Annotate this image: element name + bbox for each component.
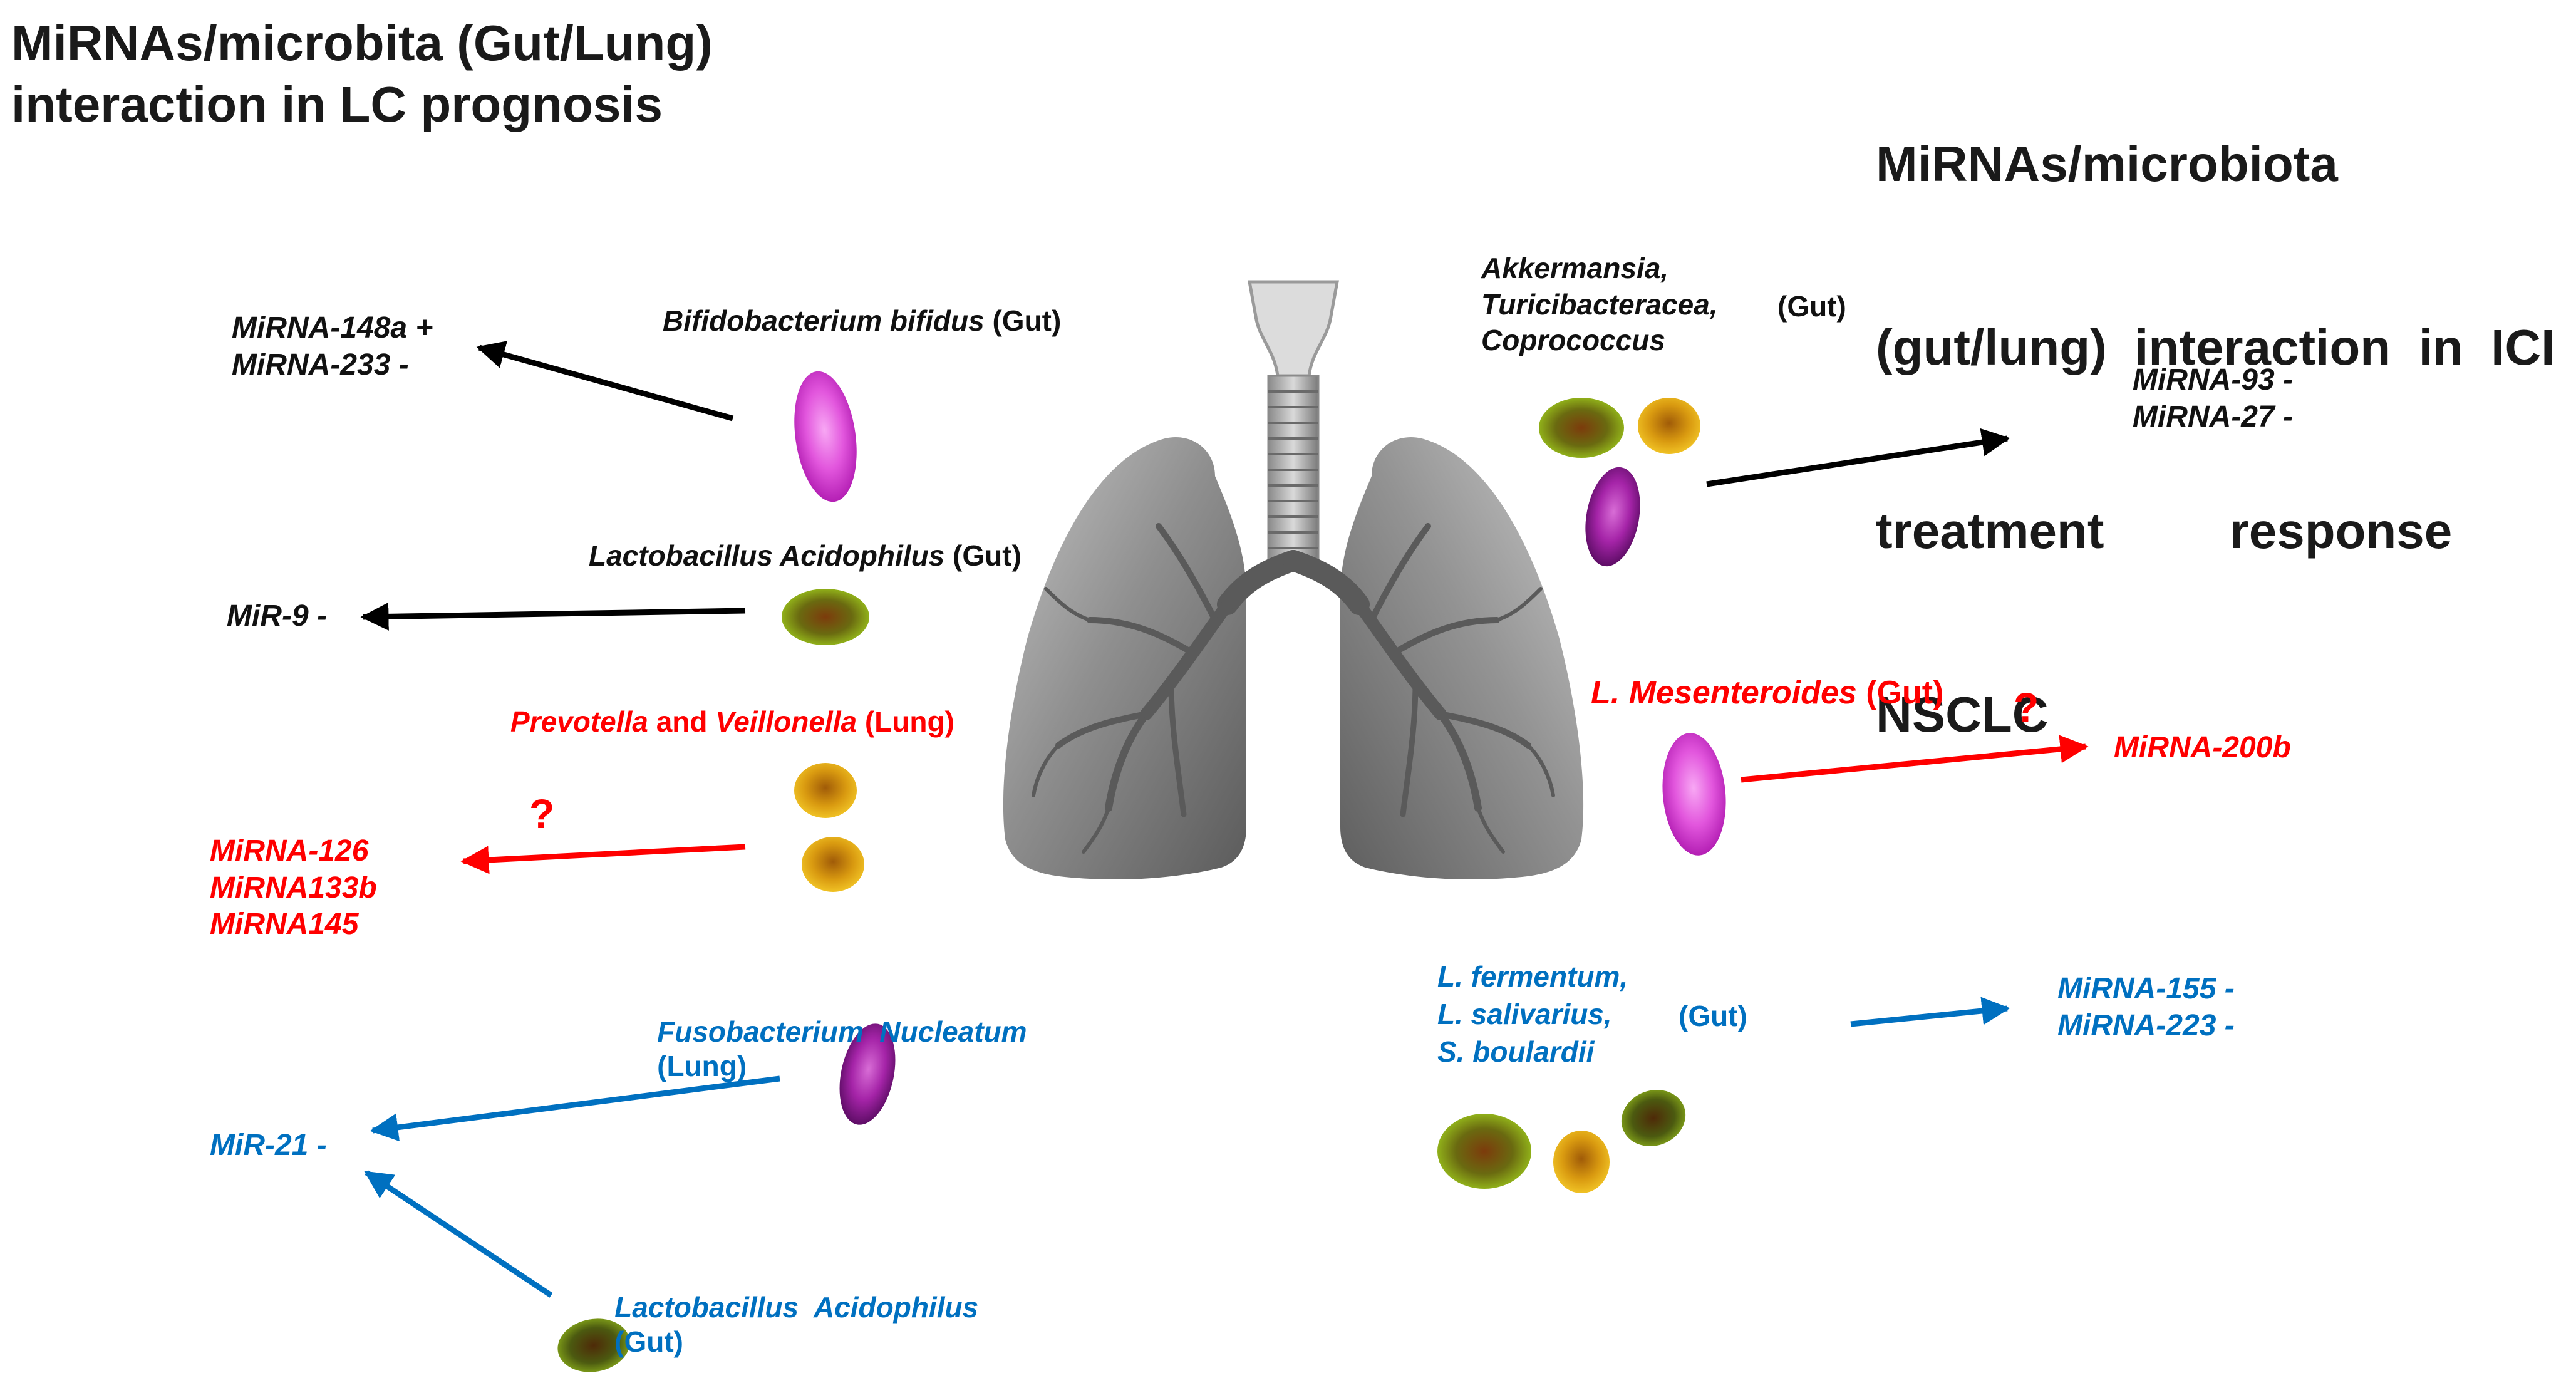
sboulardii-name: S. boulardii xyxy=(1437,1035,1595,1068)
prevotella-question-mark: ? xyxy=(529,790,555,837)
bacterium-akkermansia-icon xyxy=(1539,398,1624,458)
prevotella-mirnas: MiRNA-126 MiRNA133b MiRNA145 xyxy=(210,833,377,943)
akk-site: (Gut) xyxy=(1777,290,1846,323)
arrow-bifido-to-mirna148 xyxy=(476,341,734,422)
mirna-148a: MiRNA-148a + xyxy=(232,311,433,344)
bifido-label: Bifidobacterium bifidus (Gut) xyxy=(663,304,1061,338)
coprococcus-name: Coprococcus xyxy=(1481,324,1665,356)
left-lung xyxy=(1003,437,1246,880)
lmes-site: (Gut) xyxy=(1866,675,1944,711)
bacterium-prevotella-icon xyxy=(794,763,857,818)
bifido-name: Bifidobacterium bifidus xyxy=(663,304,985,337)
arrow-prevotella-to-mirna126 xyxy=(460,844,746,874)
bacterium-lacto-icon xyxy=(782,589,869,645)
bacterium-lmes-icon xyxy=(1662,733,1726,856)
arrow-lacto2-to-mir21 xyxy=(364,1170,553,1298)
mirna-133b: MiRNA133b xyxy=(210,871,377,904)
right-title-line-1: MiRNAs/microbiota xyxy=(1876,136,2338,192)
lacto-name: Lactobacillus Acidophilus xyxy=(589,539,945,572)
mirna-200b: MiRNA-200b xyxy=(2114,731,2291,764)
mirna-27: MiRNA-27 - xyxy=(2133,400,2294,433)
mirna-233: MiRNA-233 - xyxy=(232,348,409,381)
lsalivarius-name: L. salivarius, xyxy=(1437,997,1612,1030)
prevotella-site: (Lung) xyxy=(864,705,954,738)
lferm-mirnas: MiRNA-155 - MiRNA-223 - xyxy=(2057,971,2235,1044)
bacterium-sboul-icon xyxy=(1621,1089,1686,1147)
left-title-line-2: interaction in LC prognosis xyxy=(11,76,663,132)
right-title: MiRNAs/microbiota (gut/lung) interaction… xyxy=(1876,11,2576,867)
prevotella-name: Prevotella xyxy=(510,705,648,738)
larynx-shape xyxy=(1248,280,1339,378)
left-title: MiRNAs/microbita (Gut/Lung) interaction … xyxy=(11,13,713,135)
lungs-illustration xyxy=(1003,280,1584,880)
prevotella-conj: and xyxy=(656,705,708,738)
mirna-223: MiRNA-223 - xyxy=(2057,1008,2235,1042)
lacto2-name: Lactobacillus Acidophilus xyxy=(614,1291,979,1324)
fuso-label: Fusobacterium Nucleatum (Lung) xyxy=(625,980,1027,1119)
bacterium-lacto2-icon xyxy=(557,1318,630,1372)
turicibacteracea-name: Turicibacteracea, xyxy=(1481,288,1718,321)
right-title-line-4: NSCLC xyxy=(1876,686,2049,742)
lacto2-site: (Gut) xyxy=(614,1325,683,1359)
arrow-lferm-to-mirna155 xyxy=(1850,997,2010,1027)
mirna-93: MiRNA-93 - xyxy=(2133,363,2294,396)
lmes-question-mark: ? xyxy=(2014,684,2039,730)
mir-21: MiR-21 - xyxy=(210,1129,327,1162)
lacto2-label: Lactobacillus Acidophilus (Gut) xyxy=(582,1256,978,1378)
bifido-site: (Gut) xyxy=(992,304,1062,337)
bronchial-tree xyxy=(1032,523,1555,854)
fuso-site: (Lung) xyxy=(657,1050,747,1083)
mirna-155: MiRNA-155 - xyxy=(2057,972,2235,1005)
fuso-name: Fusobacterium Nucleatum xyxy=(657,1015,1027,1049)
bacterium-fuso-icon xyxy=(839,1023,896,1125)
bacterium-veillonella-icon xyxy=(802,837,864,892)
left-title-line-1: MiRNAs/microbita (Gut/Lung) xyxy=(11,15,713,71)
bacterium-coprococcus-icon xyxy=(1585,467,1640,567)
mirna-126: MiRNA-126 xyxy=(210,834,369,868)
mirna-145: MiRNA145 xyxy=(210,908,359,941)
akkermansia-name: Akkermansia, xyxy=(1481,252,1669,284)
bacterium-bifidus-icon xyxy=(794,371,857,502)
bacteria-group xyxy=(557,371,1726,1372)
bacterium-lsaliv-icon xyxy=(1553,1131,1610,1193)
prevotella-label: Prevotella and Veillonella (Lung) xyxy=(510,705,954,739)
lacto-mirnas: MiR-9 - xyxy=(227,598,327,635)
lfermentum-name: L. fermentum, xyxy=(1437,960,1628,993)
arrow-lacto-to-mir9 xyxy=(360,602,746,631)
veillonella-name: Veillonella xyxy=(715,705,857,738)
mir-9: MiR-9 - xyxy=(227,599,327,633)
lmes-name: L. Mesenteroides xyxy=(1591,675,1857,711)
lmes-label: L. Mesenteroides (Gut) xyxy=(1591,673,1943,712)
bacterium-turici-icon xyxy=(1638,398,1700,454)
arrow-lmes-to-mirna200b xyxy=(1741,735,2089,783)
lferm-names: L. fermentum, L. salivarius, S. boulardi… xyxy=(1437,958,1628,1070)
arrow-fuso-to-mir21 xyxy=(370,1075,780,1142)
right-title-line-2: (gut/lung) interaction in ICI xyxy=(1876,319,2555,375)
lferm-site: (Gut) xyxy=(1679,1000,1747,1032)
right-lung xyxy=(1340,437,1584,880)
akk-mirnas: MiRNA-93 - MiRNA-27 - xyxy=(2133,362,2293,435)
lacto-label: Lactobacillus Acidophilus (Gut) xyxy=(589,539,1022,573)
akk-names: Akkermansia, Turicibacteracea, Coprococc… xyxy=(1481,251,1718,359)
bifido-mirnas: MiRNA-148a + MiRNA-233 - xyxy=(232,310,433,383)
bacterium-lferm-icon xyxy=(1437,1114,1531,1189)
right-title-line-3: treatment response in xyxy=(1876,502,2576,559)
lacto-site: (Gut) xyxy=(953,539,1022,572)
arrow-akk-to-mirna93 xyxy=(1706,428,2010,487)
